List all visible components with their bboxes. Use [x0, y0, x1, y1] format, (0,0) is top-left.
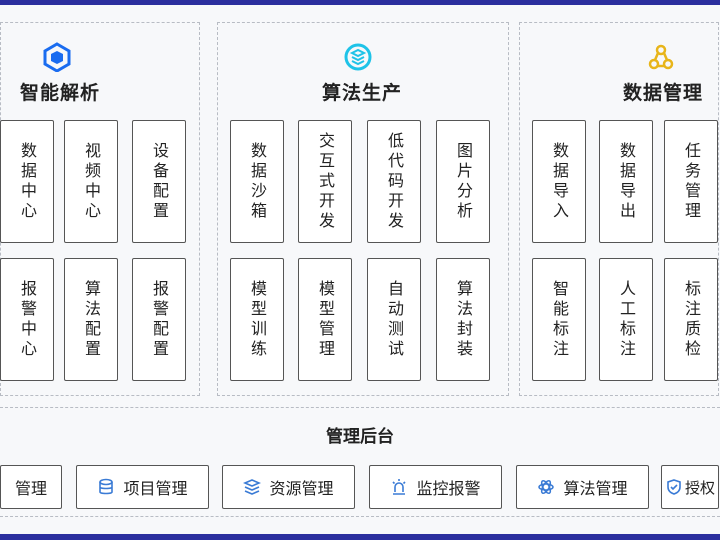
card-low-code-dev[interactable]: 低代码开发 [367, 120, 421, 243]
card-device-config[interactable]: 设备配置 [132, 120, 186, 243]
card-label: 交互式开发 [316, 131, 335, 232]
card-label: 数据导入 [550, 141, 569, 222]
card-label: 图片分析 [454, 141, 473, 222]
nodes-icon [648, 44, 674, 70]
panel-algorithm-production [217, 22, 509, 396]
admin-button-management[interactable]: 管理 [0, 465, 62, 509]
card-image-analysis[interactable]: 图片分析 [436, 120, 490, 243]
card-data-export[interactable]: 数据导出 [599, 120, 653, 243]
database-icon [99, 478, 114, 495]
card-data-center[interactable]: 数据中心 [0, 120, 54, 243]
card-data-sandbox[interactable]: 数据沙箱 [230, 120, 284, 243]
card-video-center[interactable]: 视频中心 [64, 120, 118, 243]
shield-check-icon [667, 479, 681, 495]
alarm-light-icon [392, 479, 407, 495]
card-label: 设备配置 [150, 141, 169, 222]
card-model-management[interactable]: 模型管理 [298, 258, 352, 381]
button-label: 授权 [685, 478, 716, 497]
card-label: 任务管理 [682, 141, 701, 222]
layers-icon [243, 479, 262, 495]
card-alarm-config[interactable]: 报警配置 [132, 258, 186, 381]
admin-button-resource-management[interactable]: 资源管理 [222, 465, 355, 509]
card-label: 报警中心 [18, 279, 37, 360]
card-label: 数据中心 [18, 141, 37, 222]
section-title: 智能解析 [20, 82, 101, 104]
card-label: 数据沙箱 [248, 141, 267, 222]
admin-button-monitoring-alarm[interactable]: 监控报警 [369, 465, 502, 509]
cube-hexagon-icon [43, 42, 71, 72]
layers-circle-icon [344, 43, 372, 71]
card-label: 模型管理 [316, 279, 335, 360]
panel-data-management [519, 22, 719, 396]
card-task-management[interactable]: 任务管理 [664, 120, 718, 243]
bottom-bar [0, 534, 720, 540]
button-label: 项目管理 [123, 479, 188, 498]
card-auto-test[interactable]: 自动测试 [367, 258, 421, 381]
card-alarm-center[interactable]: 报警中心 [0, 258, 54, 381]
card-label: 模型训练 [248, 279, 267, 360]
card-label: 数据导出 [617, 141, 636, 222]
card-data-import[interactable]: 数据导入 [532, 120, 586, 243]
admin-button-authorization[interactable]: 授权 [661, 465, 719, 509]
card-label: 报警配置 [150, 279, 169, 360]
card-label: 智能标注 [550, 279, 569, 360]
card-label: 人工标注 [617, 279, 636, 360]
button-label: 资源管理 [269, 479, 334, 498]
card-smart-labeling[interactable]: 智能标注 [532, 258, 586, 381]
card-label: 自动测试 [385, 279, 404, 360]
admin-title: 管理后台 [326, 427, 394, 447]
divider [0, 407, 720, 408]
card-label: 标注质检 [682, 279, 701, 360]
card-interactive-dev[interactable]: 交互式开发 [298, 120, 352, 243]
card-label: 视频中心 [82, 141, 101, 222]
card-model-training[interactable]: 模型训练 [230, 258, 284, 381]
atom-icon [538, 480, 555, 494]
section-title: 数据管理 [623, 82, 704, 104]
top-bar [0, 0, 720, 5]
card-manual-labeling[interactable]: 人工标注 [599, 258, 653, 381]
divider [0, 516, 720, 517]
button-label: 监控报警 [416, 479, 481, 498]
card-algorithm-packaging[interactable]: 算法封装 [436, 258, 490, 381]
section-title: 算法生产 [322, 82, 403, 104]
button-label: 管理 [14, 479, 47, 498]
admin-button-algorithm-management[interactable]: 算法管理 [516, 465, 649, 509]
card-label: 低代码开发 [385, 131, 404, 232]
card-algorithm-config[interactable]: 算法配置 [64, 258, 118, 381]
button-label: 算法管理 [563, 479, 628, 498]
card-label: 算法封装 [454, 279, 473, 360]
card-label: 算法配置 [82, 279, 101, 360]
card-label-qa[interactable]: 标注质检 [664, 258, 718, 381]
admin-button-project-management[interactable]: 项目管理 [76, 465, 209, 509]
